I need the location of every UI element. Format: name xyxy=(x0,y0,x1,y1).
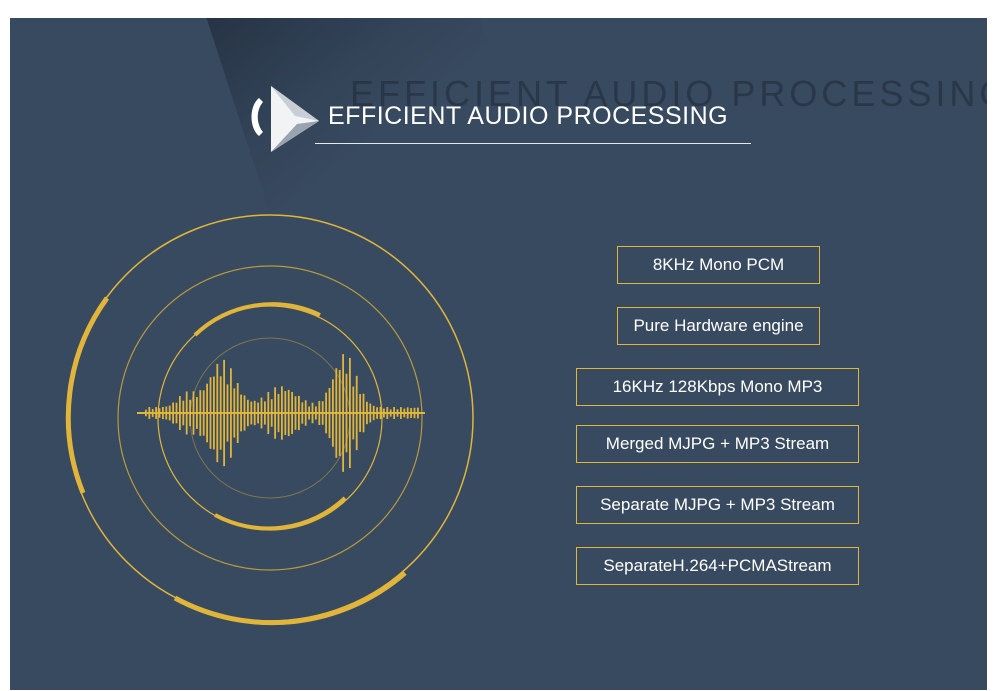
waveform-baseline xyxy=(137,412,425,414)
middle-ring xyxy=(117,265,423,571)
audio-waveform-icon xyxy=(65,214,474,626)
spec-badge-hardware: Pure Hardware engine xyxy=(617,307,820,345)
inner-ring-accent-bottom xyxy=(214,496,347,531)
waveform-bars xyxy=(137,354,425,472)
inner-ring xyxy=(157,305,383,531)
title-watermark: EFFICIENT AUDIO PROCESSING xyxy=(350,73,987,114)
title-underline xyxy=(315,143,751,144)
spec-badge-merged-stream: Merged MJPG + MP3 Stream xyxy=(576,425,859,463)
banner-panel: EFFICIENT AUDIO PROCESSING EFFICIENT AUD… xyxy=(10,18,987,690)
outer-ring-accent-bottom xyxy=(173,571,407,626)
play-speaker-icon xyxy=(251,86,319,152)
spec-badge-h264-stream: SeparateH.264+PCMAStream xyxy=(576,547,859,585)
outer-ring-accent-left xyxy=(65,296,110,494)
spec-badge-separate-stream: Separate MJPG + MP3 Stream xyxy=(576,486,859,524)
spec-badge-mp3: 16KHz 128Kbps Mono MP3 xyxy=(576,368,859,406)
inner-ring-accent-top xyxy=(193,302,321,337)
spec-badge-pcm: 8KHz Mono PCM xyxy=(617,246,820,284)
outer-ring xyxy=(66,214,474,622)
page-title: EFFICIENT AUDIO PROCESSING xyxy=(328,102,729,130)
